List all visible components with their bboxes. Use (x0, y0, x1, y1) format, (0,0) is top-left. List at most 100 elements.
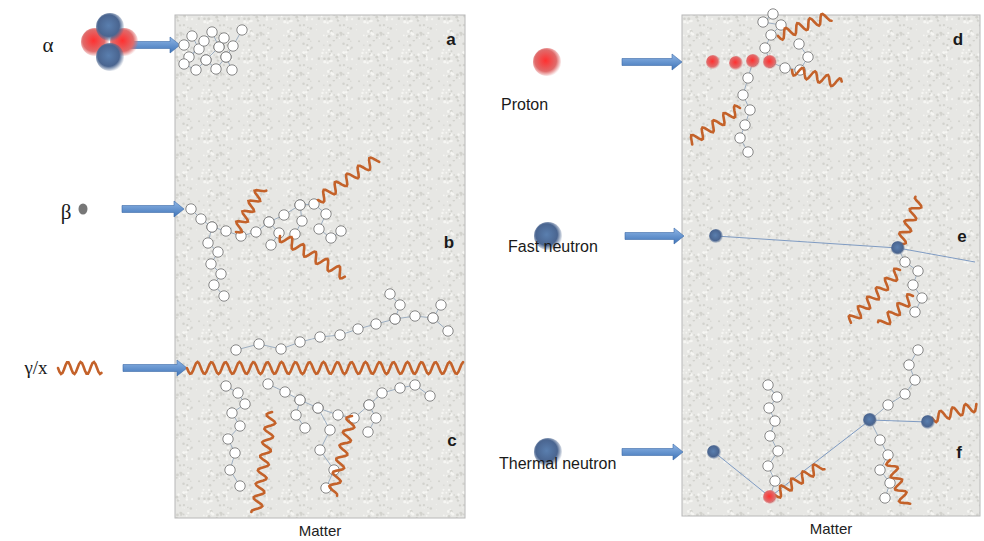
ionized-atom (773, 446, 783, 456)
photon-wave (932, 404, 976, 422)
matter-panel: Matter (175, 15, 465, 518)
beta-particle (79, 204, 88, 215)
neutron-position (921, 415, 935, 429)
photon-wave (58, 362, 102, 374)
ionized-atom (295, 337, 305, 347)
ionized-atom (186, 204, 196, 214)
panel-letter: c (447, 431, 456, 451)
ionized-atom (428, 313, 438, 323)
proton-position (763, 55, 777, 69)
ionized-atom (203, 238, 213, 248)
ionized-atom (221, 381, 231, 391)
photon-wave (849, 269, 900, 323)
ionized-atom (766, 30, 776, 40)
ionized-atom (900, 257, 910, 267)
ionized-atom (264, 217, 274, 227)
ionized-atom (910, 375, 920, 385)
proton-position (746, 54, 760, 68)
ionized-atom (216, 269, 226, 279)
ionized-atom (740, 120, 750, 130)
ionized-atom (315, 445, 325, 455)
ionized-atom (221, 52, 231, 62)
particle-symbol: α (42, 33, 53, 58)
ionized-atom (300, 423, 310, 433)
ionized-atom (883, 400, 893, 410)
photon-wave (775, 464, 824, 497)
ionized-atom (279, 210, 289, 220)
ionization-track (870, 350, 918, 420)
neutron-position (891, 241, 905, 255)
ionized-atom (233, 388, 243, 398)
particle-name: Proton (501, 96, 548, 114)
ionized-atom (228, 41, 238, 51)
ionized-atom (225, 465, 235, 475)
ionized-atom (336, 226, 346, 236)
ionized-atom (219, 33, 229, 43)
ionized-atom (315, 332, 325, 342)
ionized-atom (768, 9, 778, 19)
photon-wave (329, 416, 354, 496)
ionized-atom (219, 291, 229, 301)
photon-wave (318, 158, 379, 203)
ionized-atom (264, 217, 274, 227)
ionized-atom (237, 25, 247, 35)
ionized-atom (201, 55, 211, 65)
capture-position (763, 490, 777, 504)
panel-caption: Matter (299, 522, 342, 539)
ionized-atom (883, 450, 893, 460)
ionized-atom (390, 314, 400, 324)
ionized-atom (240, 399, 250, 409)
ionized-atom (335, 330, 345, 340)
ionized-atom (913, 345, 923, 355)
ionized-atom (743, 73, 753, 83)
ionized-atom (803, 52, 813, 62)
ionized-atom (745, 105, 755, 115)
ionized-atom (276, 344, 286, 354)
ionized-atom (770, 416, 780, 426)
ionized-atom (436, 300, 446, 310)
ionized-atom (213, 247, 223, 257)
incident-arrow (622, 444, 683, 460)
ionized-atom (295, 200, 305, 210)
ionized-atom (913, 266, 923, 276)
ionized-atom (333, 410, 343, 420)
ionized-atom (235, 481, 245, 491)
ionized-atom (187, 31, 197, 41)
ionized-atom (765, 431, 775, 441)
photon-wave (878, 294, 913, 324)
ionized-atom (738, 90, 748, 100)
ionized-atom (221, 52, 231, 62)
photon-wave (251, 412, 275, 512)
ionized-atom (314, 224, 324, 234)
ionized-atom (780, 63, 790, 73)
ionized-atom (206, 259, 216, 269)
ionized-atom (209, 280, 219, 290)
neutron-position (707, 445, 721, 459)
ionized-atom (295, 395, 305, 405)
ionized-atom (254, 339, 264, 349)
panel-letter: d (953, 30, 963, 50)
ionized-atom (735, 133, 745, 143)
matter-block (175, 15, 465, 518)
proton-icon (533, 48, 561, 76)
ionized-atom (191, 65, 201, 75)
particle-name: Thermal neutron (499, 455, 616, 473)
ionized-atom (251, 227, 261, 237)
ionized-atom (908, 280, 918, 290)
ionized-atom (207, 27, 217, 37)
ionized-atom (295, 395, 305, 405)
neutron-path (716, 236, 975, 262)
ionized-atom (758, 17, 768, 27)
photon-wave (236, 190, 266, 232)
ionized-atom (321, 209, 331, 219)
ionized-atom (764, 403, 774, 413)
photon-wave (778, 14, 832, 40)
ionized-atom (207, 222, 217, 232)
ionized-atom (385, 289, 395, 299)
proton-position (729, 56, 743, 70)
photon-wave (886, 460, 910, 504)
ionized-atom (326, 233, 336, 243)
ionized-atom (291, 410, 301, 420)
ionization-track (191, 204, 341, 238)
